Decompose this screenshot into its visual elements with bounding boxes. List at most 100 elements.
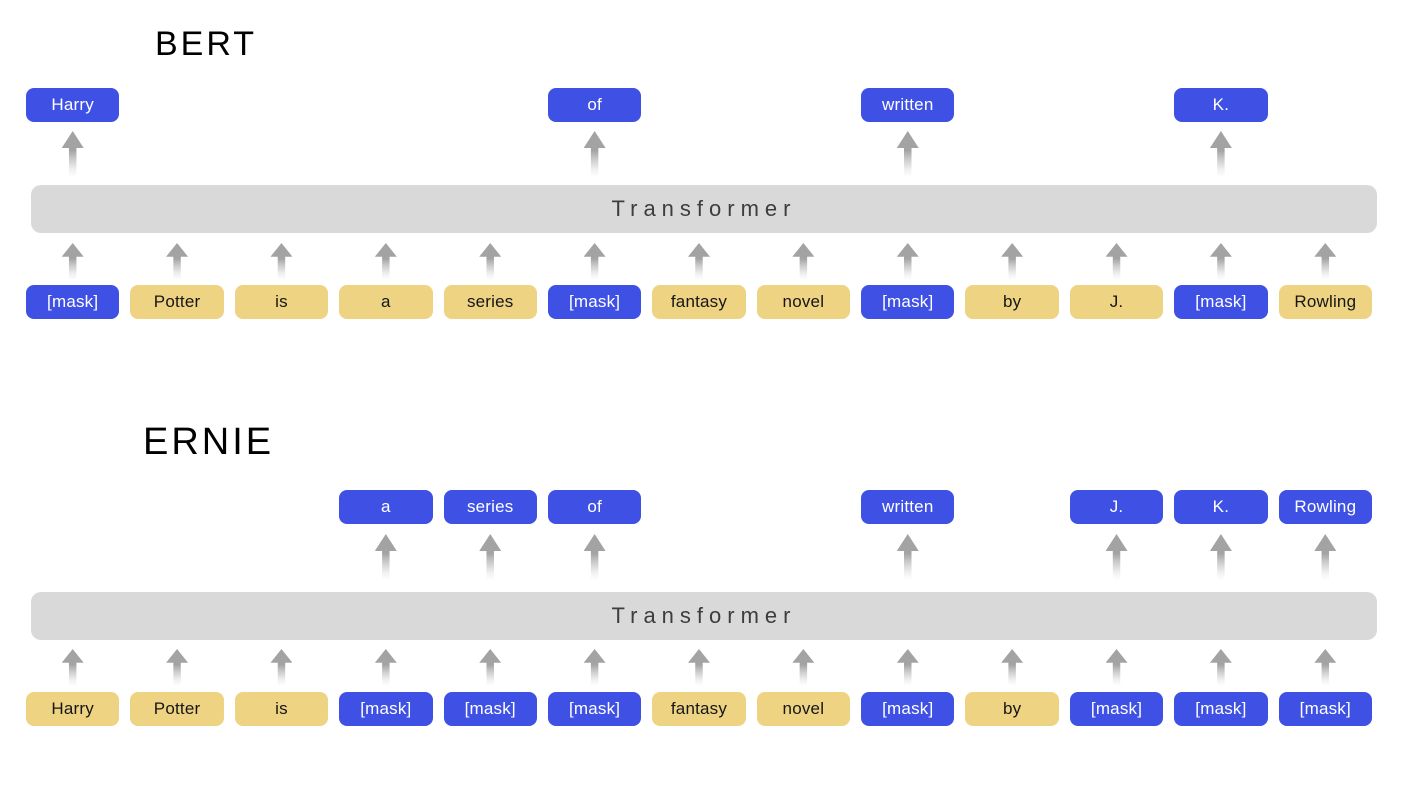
token-cell bbox=[965, 88, 1058, 122]
token-cell bbox=[235, 490, 328, 524]
token-cell: of bbox=[547, 88, 642, 122]
up-arrow-icon bbox=[896, 131, 919, 177]
bert-transformer-label: Transformer bbox=[611, 196, 797, 221]
up-arrow-icon bbox=[270, 243, 293, 280]
token-cell: by bbox=[965, 285, 1059, 319]
up-arrow-icon bbox=[792, 243, 815, 280]
token-cell bbox=[965, 243, 1058, 280]
token-cell bbox=[861, 131, 954, 177]
token-cell: series bbox=[443, 490, 537, 524]
output-token: K. bbox=[1174, 88, 1268, 122]
ernie-input-arrow-row bbox=[26, 649, 1372, 686]
token-cell bbox=[1070, 534, 1163, 580]
up-arrow-icon bbox=[896, 649, 919, 686]
up-arrow-icon bbox=[583, 131, 606, 177]
up-arrow-icon bbox=[166, 649, 189, 686]
up-arrow-icon bbox=[374, 243, 397, 280]
token-cell bbox=[1279, 649, 1372, 686]
up-arrow-icon bbox=[61, 131, 84, 177]
token-cell bbox=[26, 534, 119, 580]
token-cell bbox=[339, 649, 432, 686]
token-cell bbox=[130, 490, 223, 524]
token-cell bbox=[235, 88, 328, 122]
token-cell: K. bbox=[1174, 88, 1268, 122]
up-arrow-icon bbox=[374, 649, 397, 686]
token-cell bbox=[444, 243, 537, 280]
up-arrow-icon bbox=[1209, 649, 1232, 686]
masked-input-token: [mask] bbox=[1174, 285, 1268, 319]
input-token: fantasy bbox=[652, 692, 746, 726]
token-cell bbox=[965, 131, 1058, 177]
ernie-input-row: Harry Potter is [mask] [mask] [mask] fantasy no… bbox=[26, 692, 1372, 726]
output-token: written bbox=[861, 88, 955, 122]
up-arrow-icon bbox=[479, 243, 502, 280]
token-cell bbox=[757, 243, 850, 280]
token-cell bbox=[548, 534, 641, 580]
token-cell bbox=[757, 131, 850, 177]
token-cell: J. bbox=[1069, 285, 1164, 319]
token-cell bbox=[652, 649, 745, 686]
up-arrow-icon bbox=[1001, 649, 1024, 686]
output-token: K. bbox=[1174, 490, 1268, 524]
token-cell bbox=[1070, 88, 1163, 122]
up-arrow-icon bbox=[1105, 243, 1128, 280]
masked-input-token: [mask] bbox=[547, 285, 642, 319]
token-cell: [mask] bbox=[1174, 692, 1268, 726]
token-cell bbox=[26, 490, 119, 524]
token-cell: of bbox=[547, 490, 642, 524]
token-cell bbox=[861, 243, 954, 280]
token-cell: [mask] bbox=[443, 692, 537, 726]
token-cell: series bbox=[443, 285, 537, 319]
token-cell bbox=[130, 649, 223, 686]
token-cell bbox=[652, 243, 745, 280]
token-cell bbox=[130, 243, 223, 280]
bert-title: BERT bbox=[155, 25, 258, 63]
output-token: a bbox=[339, 490, 433, 524]
up-arrow-icon bbox=[479, 534, 502, 580]
token-cell bbox=[861, 534, 954, 580]
token-cell: [mask] bbox=[547, 692, 642, 726]
input-token: novel bbox=[756, 285, 851, 319]
bert-output-arrow-row bbox=[26, 131, 1372, 177]
token-cell: [mask] bbox=[339, 692, 433, 726]
up-arrow-icon bbox=[1105, 649, 1128, 686]
token-cell bbox=[26, 649, 119, 686]
token-cell bbox=[235, 534, 328, 580]
token-cell bbox=[235, 649, 328, 686]
input-token: Potter bbox=[130, 692, 224, 726]
output-token: Harry bbox=[26, 88, 120, 122]
token-cell bbox=[1279, 243, 1372, 280]
up-arrow-icon bbox=[61, 243, 84, 280]
up-arrow-icon bbox=[583, 649, 606, 686]
token-cell: written bbox=[861, 88, 955, 122]
token-cell: fantasy bbox=[652, 285, 746, 319]
bert-input-arrow-row bbox=[26, 243, 1372, 280]
ernie-output-arrow-row bbox=[26, 534, 1372, 580]
input-token: by bbox=[965, 285, 1059, 319]
token-cell: Harry bbox=[26, 88, 120, 122]
token-cell bbox=[1174, 131, 1267, 177]
token-cell bbox=[444, 534, 537, 580]
token-cell bbox=[339, 243, 432, 280]
ernie-transformer-bar: Transformer bbox=[31, 592, 1377, 640]
input-token: Potter bbox=[130, 285, 224, 319]
up-arrow-icon bbox=[1001, 243, 1024, 280]
token-cell: [mask] bbox=[26, 285, 120, 319]
token-cell: novel bbox=[756, 692, 851, 726]
masked-input-token: [mask] bbox=[861, 285, 955, 319]
bert-transformer-bar: Transformer bbox=[31, 185, 1377, 233]
up-arrow-icon bbox=[896, 534, 919, 580]
token-cell bbox=[1174, 243, 1267, 280]
token-cell bbox=[339, 131, 432, 177]
token-cell bbox=[757, 490, 850, 524]
input-token: Harry bbox=[26, 692, 120, 726]
input-token: J. bbox=[1069, 285, 1164, 319]
up-arrow-icon bbox=[583, 534, 606, 580]
input-token: is bbox=[234, 692, 329, 726]
up-arrow-icon bbox=[374, 534, 397, 580]
token-cell bbox=[652, 131, 745, 177]
input-token: novel bbox=[756, 692, 851, 726]
token-cell: K. bbox=[1174, 490, 1268, 524]
